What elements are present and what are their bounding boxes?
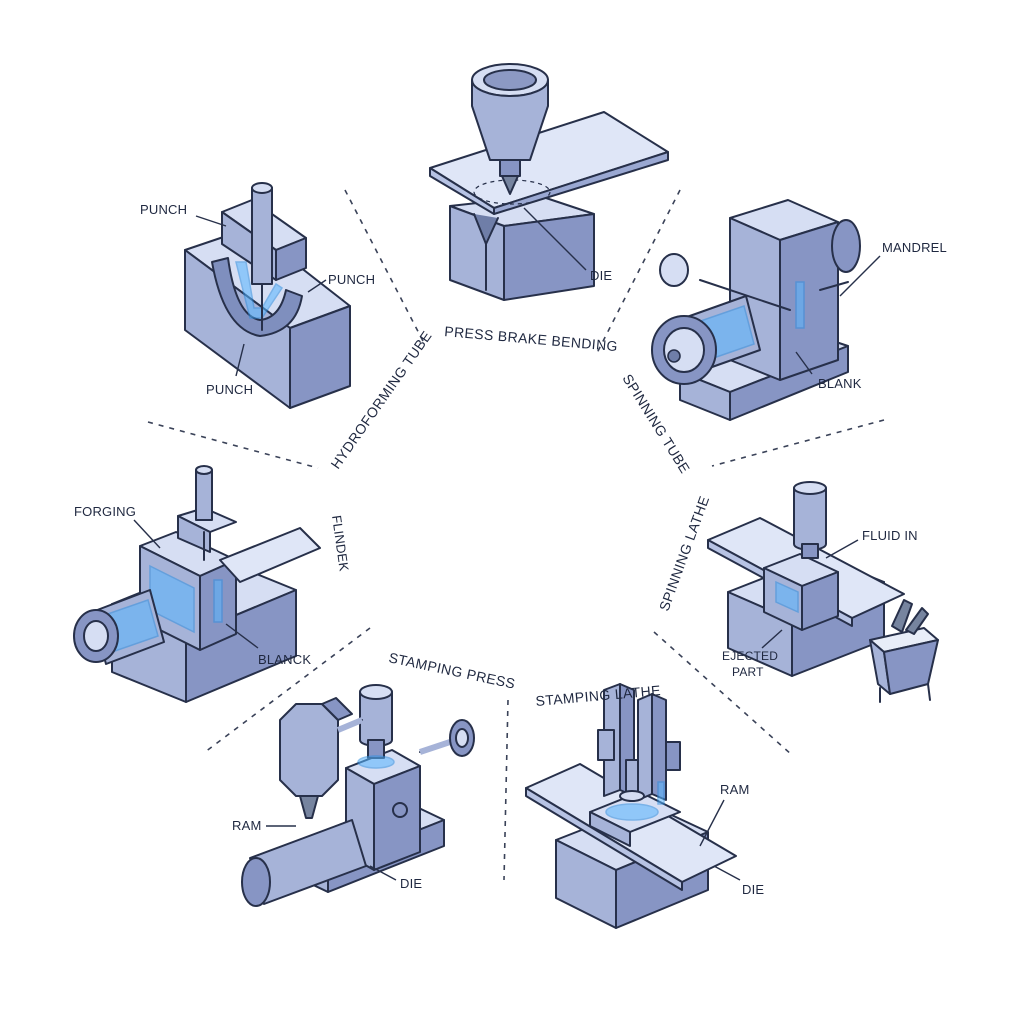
label-ejected-line1: EJECTED <box>722 649 778 663</box>
label-forging: FORGING <box>74 504 136 519</box>
separator-4 <box>711 419 885 467</box>
stamping-lathe-machine <box>525 683 737 929</box>
label-punch-top: PUNCH <box>140 202 187 217</box>
caption-stamping-press: STAMPING PRESS <box>387 649 517 691</box>
punch-bottom-leader <box>235 343 245 377</box>
label-ram-right: RAM <box>720 782 750 797</box>
label-die-left: DIE <box>400 876 422 891</box>
separator-3 <box>147 421 319 469</box>
ejected-part-leader <box>761 629 783 649</box>
spinning-lathe-machine <box>707 481 939 703</box>
die-left-leader <box>369 865 397 881</box>
punch-right-leader <box>307 279 327 293</box>
punch-top-leader <box>195 215 227 227</box>
spinning-machine <box>651 199 861 421</box>
label-punch-bottom: PUNCH <box>206 382 253 397</box>
forging-machine <box>73 465 321 703</box>
label-ram-left: RAM <box>232 818 262 833</box>
caption-spinning-lathe: SPINNING LATHE <box>656 494 713 613</box>
die-pb-leader <box>523 207 587 271</box>
ram-right-leader <box>699 799 725 847</box>
label-ejected-line2: PART <box>732 665 764 679</box>
label-die-press-brake: DIE <box>590 268 612 283</box>
label-flindek: FLINDEK <box>329 514 352 572</box>
separator-2 <box>595 189 681 356</box>
label-blank: BLANK <box>818 376 862 391</box>
caption-press-brake-bending: PRESS BRAKE BENDING <box>444 323 619 354</box>
label-blanck: BLANCK <box>258 652 311 667</box>
mandrel-leader <box>839 255 881 297</box>
separator-1 <box>344 189 426 346</box>
label-mandrel: MANDREL <box>882 240 947 255</box>
label-fluid-in: FLUID IN <box>862 528 918 543</box>
separator-lines <box>147 189 885 881</box>
hydroforming-machine <box>184 182 351 409</box>
die-right-leader <box>713 865 741 881</box>
forging-leader <box>133 519 161 549</box>
label-die-right: DIE <box>742 882 764 897</box>
fluid-in-leader <box>825 539 859 559</box>
blank-leader <box>795 351 813 375</box>
separator-5 <box>204 627 371 753</box>
blanck-leader <box>225 623 259 649</box>
press-brake-machine <box>429 63 669 301</box>
label-punch-right: PUNCH <box>328 272 375 287</box>
separator-7 <box>503 699 509 881</box>
stamping-press-machine <box>241 684 475 907</box>
separator-6 <box>653 631 793 756</box>
